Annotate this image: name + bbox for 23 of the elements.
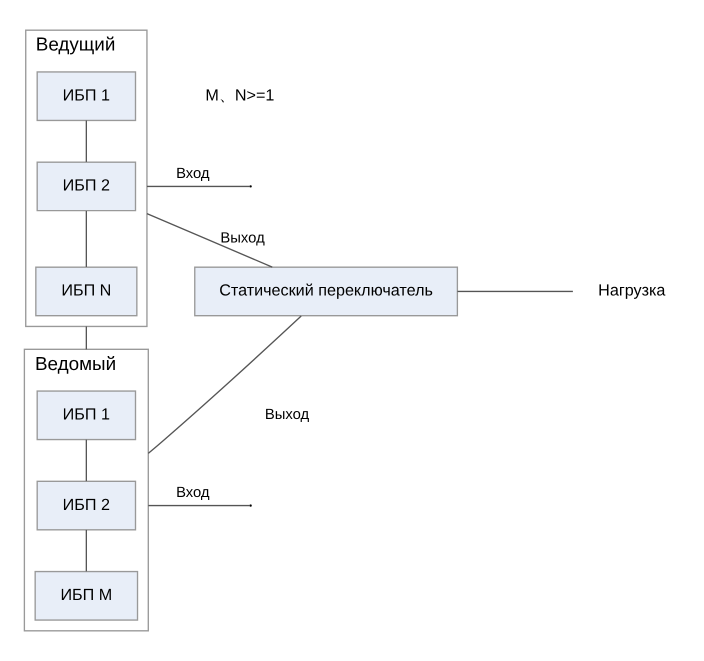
label: M、N>=1 xyxy=(205,86,274,104)
connector xyxy=(148,504,250,506)
edge-label: Вход xyxy=(176,485,210,502)
connector xyxy=(86,210,88,267)
connector xyxy=(457,290,573,292)
edge-label: Вход xyxy=(176,166,210,182)
node-box: Статический переключатель xyxy=(194,266,458,316)
connector xyxy=(86,120,88,162)
connector xyxy=(146,213,273,268)
connector xyxy=(146,186,250,188)
connector xyxy=(148,316,302,454)
connector xyxy=(86,326,88,350)
node-box: ИБП 1 xyxy=(36,390,136,440)
node-text: Нагрузка xyxy=(598,282,666,300)
node-box: ИБП 1 xyxy=(36,71,136,122)
node-box: ИБП 2 xyxy=(36,161,136,212)
node-box: ИБП 2 xyxy=(36,480,136,530)
edge-label: Выход xyxy=(264,407,310,424)
connector xyxy=(86,440,88,482)
node-box: ИБП N xyxy=(35,266,138,316)
connector xyxy=(86,530,88,572)
node-box: ИБП M xyxy=(34,570,138,621)
edge-label: Выход xyxy=(220,230,265,247)
